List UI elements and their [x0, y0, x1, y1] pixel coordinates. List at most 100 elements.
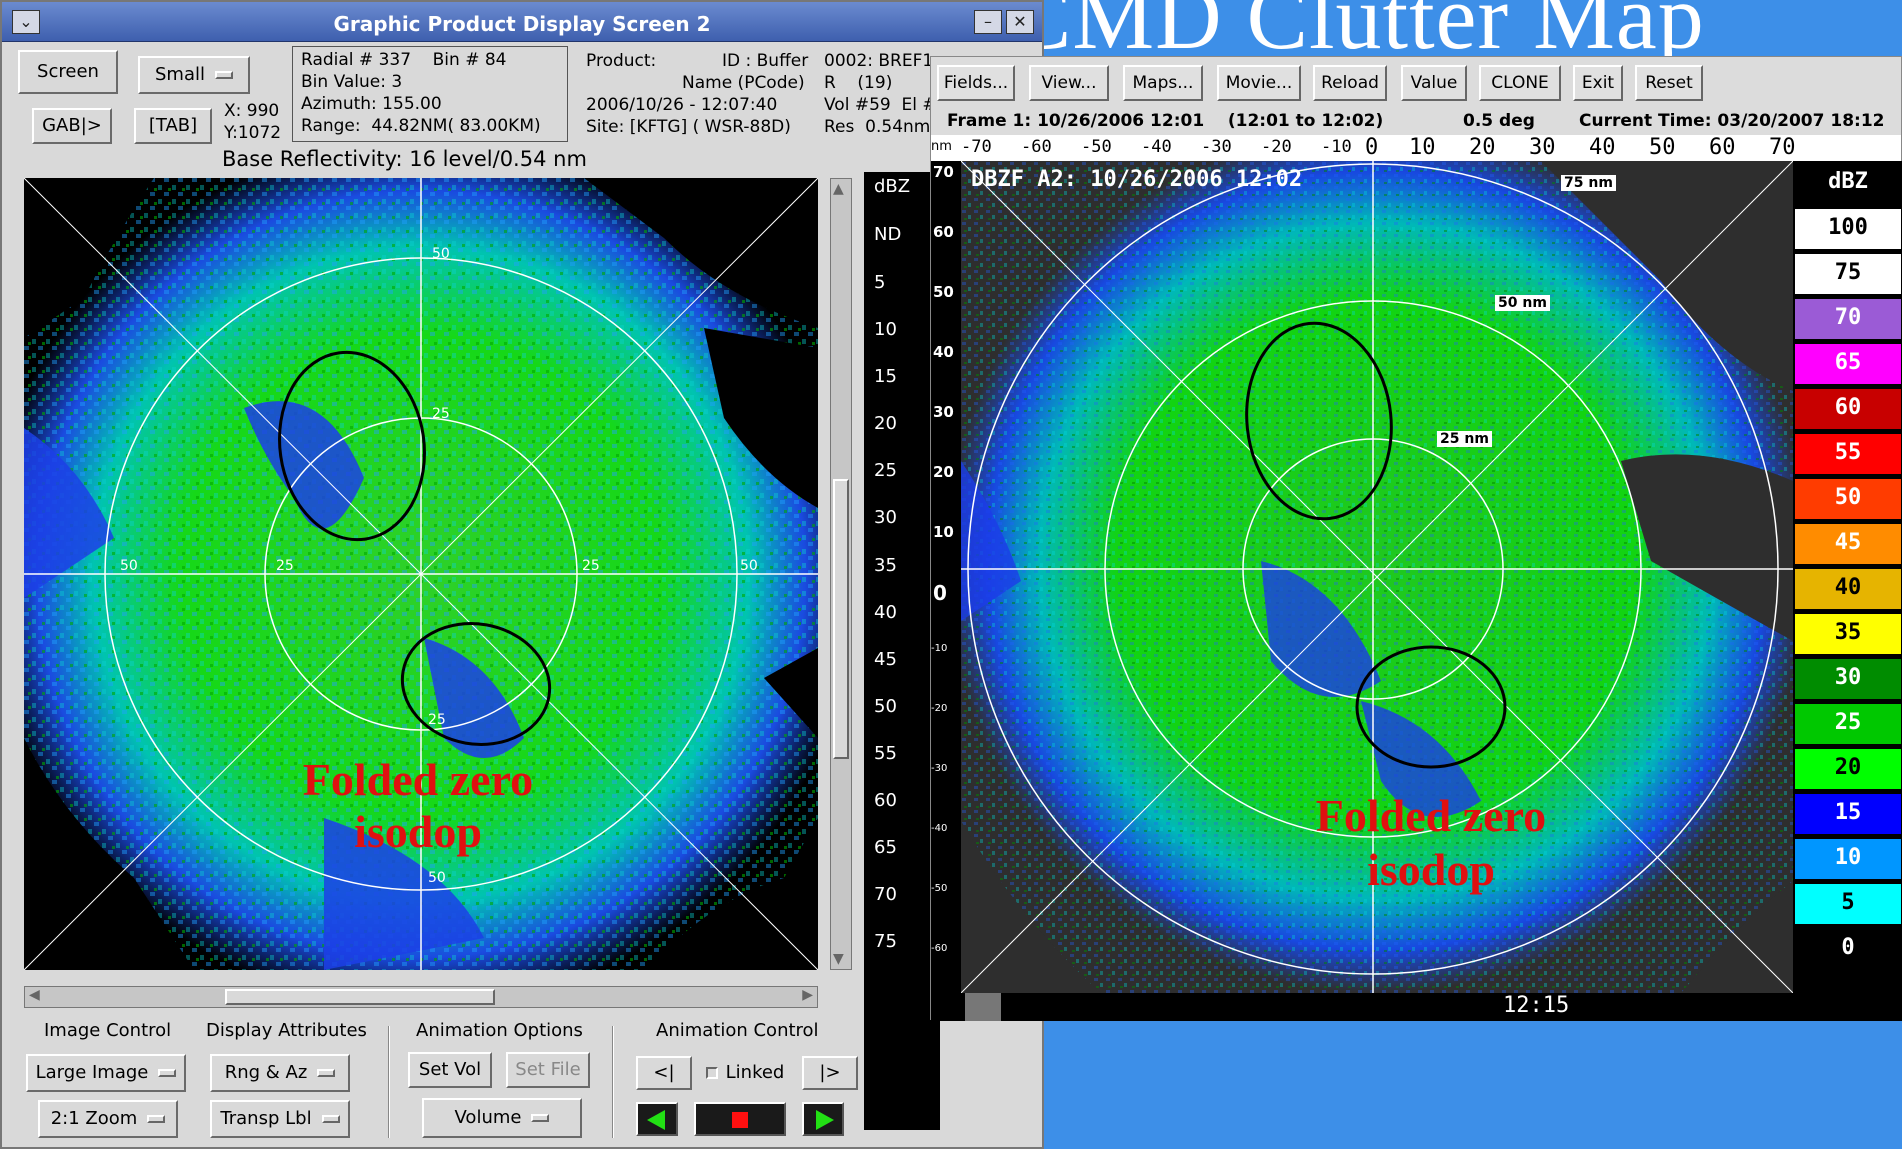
- screen-button[interactable]: Screen: [18, 50, 118, 94]
- legend-swatch: 50: [1795, 479, 1901, 519]
- movie-menu-button[interactable]: Movie...: [1217, 65, 1301, 101]
- annotation-line: isodop: [354, 806, 482, 857]
- window-menu-button[interactable]: ⌄: [12, 10, 40, 34]
- current-time: Current Time: 03/20/2007 18:12: [1579, 111, 1885, 131]
- size-select[interactable]: Small: [138, 56, 250, 94]
- value-button[interactable]: Value: [1401, 65, 1467, 101]
- legend-value: 20: [1834, 755, 1862, 780]
- bin-value: Bin Value: 3: [301, 72, 403, 92]
- step-back-button[interactable]: <|: [636, 1056, 692, 1090]
- reset-button[interactable]: Reset: [1635, 65, 1703, 101]
- close-button[interactable]: ✕: [1006, 10, 1034, 34]
- legend-swatch: 35: [1795, 614, 1901, 654]
- legend-value: 10: [874, 319, 897, 340]
- legend-value: 20: [874, 413, 897, 434]
- linked-checkbox[interactable]: Linked: [694, 1056, 796, 1090]
- legend-value: ND: [874, 224, 902, 245]
- window-titlebar[interactable]: ⌄ Graphic Product Display Screen 2 – ✕: [2, 2, 1042, 42]
- scroll-right-icon[interactable]: ▶: [802, 987, 813, 1003]
- x-tick: -30: [1201, 137, 1232, 157]
- animation-mode-value: Volume: [454, 1107, 522, 1128]
- fields-menu-button[interactable]: Fields...: [937, 65, 1015, 101]
- ring-label: 25: [432, 406, 450, 422]
- view-menu-button[interactable]: View...: [1029, 65, 1109, 101]
- legend-swatch: 75: [1795, 254, 1901, 294]
- radar-display-left: [24, 178, 818, 970]
- scroll-up-icon[interactable]: ▲: [833, 181, 844, 197]
- annotation-line: isodop: [1367, 844, 1495, 895]
- vertical-scroll-thumb[interactable]: [833, 479, 849, 759]
- horizontal-scroll-thumb[interactable]: [225, 989, 495, 1005]
- legend-swatch: 100: [1795, 209, 1901, 249]
- x-tick: 40: [1589, 135, 1616, 160]
- y-tick: 60: [933, 223, 954, 241]
- range: Range: 44.82NM( 83.00KM): [301, 116, 541, 136]
- radar-image-right[interactable]: DBZF A2: 10/26/2006 12:02 75 nm 50 nm 25…: [961, 161, 1793, 993]
- legend-swatch: 45: [1795, 524, 1901, 564]
- x-tick: 30: [1529, 135, 1556, 160]
- maps-menu-button[interactable]: Maps...: [1123, 65, 1203, 101]
- y-axis: 70 60 50 40 30 20 10 0 -10 -20 -30 -40 -…: [931, 161, 961, 993]
- x-tick: 0: [1365, 135, 1379, 160]
- checkbox-icon[interactable]: [705, 1067, 718, 1079]
- set-file-button[interactable]: Set File: [506, 1052, 590, 1088]
- time-slider[interactable]: 12:15: [931, 993, 1793, 1021]
- animation-mode-select[interactable]: Volume: [422, 1098, 582, 1138]
- clone-button[interactable]: CLONE: [1479, 65, 1561, 101]
- minimize-button[interactable]: –: [974, 10, 1002, 34]
- time-slider-thumb[interactable]: [965, 993, 1001, 1021]
- size-select-value: Small: [155, 64, 205, 85]
- reload-button[interactable]: Reload: [1313, 65, 1387, 101]
- graphic-product-display-window: ⌄ Graphic Product Display Screen 2 – ✕ S…: [0, 0, 1044, 1149]
- stop-button[interactable]: [694, 1102, 786, 1136]
- legend-value: 15: [874, 366, 897, 387]
- product-name-label: Name (PCode): [682, 73, 805, 93]
- x-tick: 20: [1469, 135, 1496, 160]
- legend-value: 55: [874, 743, 897, 764]
- clutter-map-display-window: Fields... View... Maps... Movie... Reloa…: [930, 56, 1902, 1021]
- option-menu-icon: [321, 1115, 340, 1123]
- animation-control-label: Animation Control: [656, 1020, 819, 1041]
- scroll-left-icon[interactable]: ◀: [29, 987, 40, 1003]
- x-coordinate: X: 990: [224, 101, 280, 121]
- elevation-angle: 0.5 deg: [1463, 111, 1535, 131]
- x-tick: 50: [1649, 135, 1676, 160]
- play-backward-button[interactable]: [636, 1102, 678, 1136]
- horizontal-scrollbar[interactable]: ◀ ▶: [24, 986, 818, 1008]
- legend-value: 65: [1834, 350, 1862, 375]
- play-forward-button[interactable]: [802, 1102, 844, 1136]
- image-control-label: Image Control: [44, 1020, 172, 1041]
- legend-value: 10: [1834, 845, 1862, 870]
- ring-label-50: 50 nm: [1495, 295, 1550, 311]
- step-forward-button[interactable]: |>: [802, 1056, 858, 1090]
- ring-label-75: 75 nm: [1561, 175, 1616, 191]
- legend-value: 40: [1834, 575, 1862, 600]
- legend-value: 55: [1834, 440, 1862, 465]
- range-azimuth-select[interactable]: Rng & Az: [210, 1054, 350, 1092]
- legend-value: 15: [1834, 800, 1862, 825]
- ring-label: 50: [428, 870, 446, 886]
- vertical-scrollbar[interactable]: ▲ ▼: [830, 178, 852, 970]
- legend-value: 30: [1834, 665, 1862, 690]
- ring-label: 50: [120, 558, 138, 574]
- y-coordinate: Y:1072: [224, 123, 282, 143]
- radial-info-panel: Radial # 337 Bin # 84 Bin Value: 3 Azimu…: [292, 46, 568, 142]
- label-transparency-select[interactable]: Transp Lbl: [210, 1100, 350, 1138]
- x-axis-unit: nm: [931, 139, 952, 154]
- legend-swatch: 60: [1795, 389, 1901, 429]
- legend-value: 60: [1834, 395, 1862, 420]
- legend-swatch: 5: [1795, 884, 1901, 924]
- legend-value: 25: [1834, 710, 1862, 735]
- zoom-select[interactable]: 2:1 Zoom: [38, 1100, 178, 1138]
- scroll-down-icon[interactable]: ▼: [833, 951, 844, 967]
- exit-button[interactable]: Exit: [1573, 65, 1623, 101]
- legend-value: 30: [874, 507, 897, 528]
- y-tick: -50: [931, 883, 948, 894]
- radar-image-left[interactable]: 50 25 50 25 25 50 25 50 Folded zero isod…: [24, 178, 818, 970]
- gab-button[interactable]: GAB|>: [32, 108, 112, 144]
- set-volume-button[interactable]: Set Vol: [408, 1052, 492, 1088]
- legend-value: 45: [874, 649, 897, 670]
- tab-button[interactable]: [TAB]: [134, 108, 212, 144]
- legend-value: 60: [874, 790, 897, 811]
- image-size-select[interactable]: Large Image: [26, 1054, 186, 1092]
